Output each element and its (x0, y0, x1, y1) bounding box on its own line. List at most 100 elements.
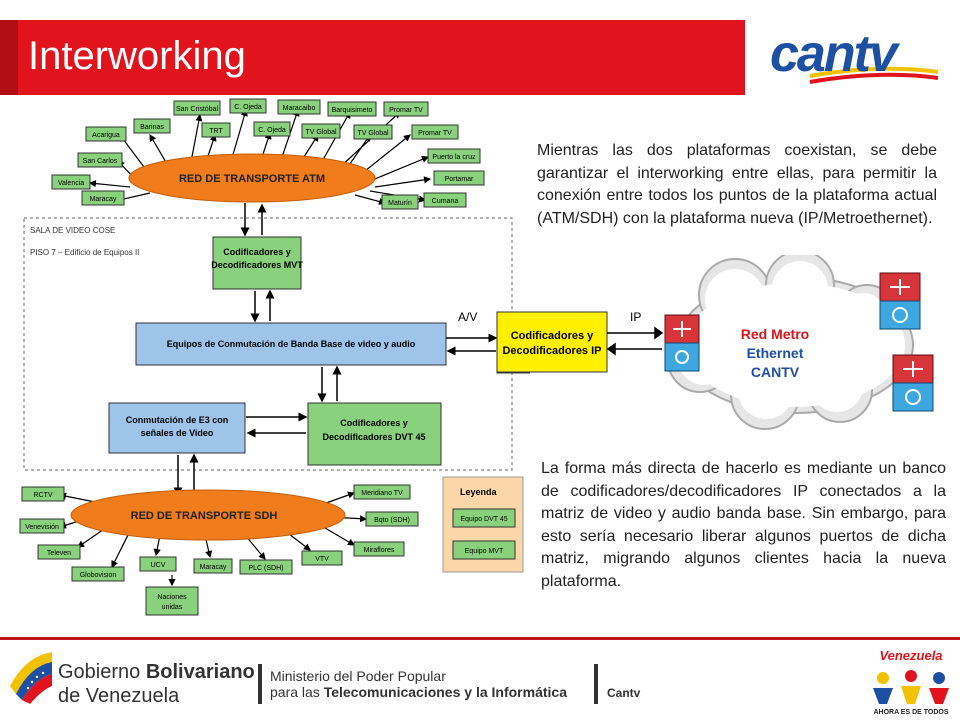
node-naciones-unidas: Naciones unidas (145, 586, 199, 616)
svg-text:Maracay: Maracay (90, 196, 117, 203)
svg-text:Maracay: Maracay (200, 564, 227, 571)
legend-dvt-label: Equipo DVT 45 (460, 516, 507, 523)
dvt-box-line2: Decodificadores DVT 45 (322, 432, 425, 442)
svg-text:UCV: UCV (151, 562, 166, 569)
atm-ring-label: RED DE TRANSPORTE ATM (179, 173, 325, 185)
e3-dvt-arrows (246, 412, 308, 438)
node-maturin: Maturín (381, 194, 419, 210)
switch-ip-arrows (446, 333, 498, 356)
footer-separator-1 (258, 664, 262, 704)
atm-ring (128, 153, 376, 203)
node-maracay-sdh: Maracay (193, 558, 233, 574)
svg-text:C. Ojeda: C. Ojeda (234, 104, 262, 111)
svg-text:Venevisión: Venevisión (25, 524, 59, 531)
mvt-switch-arrows (250, 289, 275, 323)
node-puerto-la-cruz: Puerto la cruz (427, 148, 481, 164)
svg-text:Maracaibo: Maracaibo (283, 105, 316, 112)
node-san-cristobal: San Cristóbal (173, 100, 221, 116)
page-title: Interworking (28, 34, 246, 78)
de-venezuela: de Venezuela (58, 685, 180, 707)
cloud-label-line1: Red Metro (741, 326, 809, 342)
sdh-ring (70, 489, 346, 541)
svg-text:unidas: unidas (162, 604, 183, 611)
node-c-ojeda-1: C. Ojeda (229, 98, 267, 114)
legend-mvt-label: Equipo MVT (465, 548, 504, 555)
atm-mvt-arrows (240, 203, 267, 237)
sdh-nodes: RCTV Venevisión Televen Globovision UCV … (19, 484, 419, 616)
node-c-ojeda-2: C. Ojeda (253, 121, 291, 137)
node-valencia: Valencia (51, 174, 91, 190)
svg-text:Globovision: Globovision (80, 572, 117, 579)
footer-divider (0, 637, 960, 640)
svg-text:Maturín: Maturín (388, 200, 412, 207)
ip-label: IP (630, 310, 641, 324)
mvt-box-line2: Decodificadores MVT (211, 260, 303, 270)
title-bar-edge (0, 20, 18, 95)
node-cumana: Cumana (423, 192, 467, 208)
ip-box-line1: Codificadores y (511, 330, 594, 342)
cloud-label-line3: CANTV (751, 364, 800, 380)
sala-label: SALA DE VIDEO COSE (30, 226, 115, 235)
node-promar-tv-1: Promar TV (383, 101, 429, 117)
svg-text:RCTV: RCTV (33, 492, 52, 499)
svg-text:Televen: Televen (47, 550, 71, 557)
e3-box-line2: señales de Video (141, 428, 214, 438)
ministerio-line2b: Telecomunicaciones y la Informática (323, 684, 567, 700)
switch-box-label: Equipos de Conmutación de Banda Base de … (167, 339, 416, 349)
footer-separator-2 (594, 664, 598, 704)
svg-text:Puerto la cruz: Puerto la cruz (432, 154, 476, 161)
ministerio-line2a: para las (270, 684, 324, 700)
svg-text:Promar TV: Promar TV (418, 130, 452, 137)
svg-text:Miraflores: Miraflores (364, 547, 395, 554)
cantv-logo: cantv (770, 24, 940, 94)
ip-cloud-arrows (606, 326, 664, 356)
svg-text:VTV: VTV (315, 556, 329, 563)
node-tv-global-2: TV Global (353, 124, 393, 140)
switch-top-right-icon (879, 272, 921, 330)
legend-dvt (452, 508, 516, 528)
svg-text:PLC (SDH): PLC (SDH) (248, 565, 283, 572)
switch-dvt-arrows (317, 365, 342, 403)
paragraph-direct-method: La forma más directa de hacerlo es media… (541, 460, 946, 590)
svg-text:Barinas: Barinas (140, 124, 164, 131)
paragraph-coexistence: Mientras las dos plataformas coexistan, … (537, 142, 937, 227)
venezuela-ahora-logo: Venezuela AHORA ES DE TODOS (873, 648, 949, 716)
dvt-box (307, 402, 442, 466)
atm-nodes: San Cristóbal C. Ojeda Maracaibo Barquis… (51, 98, 485, 210)
svg-text:Cumana: Cumana (432, 198, 459, 205)
ip-box-line2: Decodificadores IP (502, 345, 601, 357)
svg-text:TV Global: TV Global (357, 130, 389, 137)
title-bar: Interworking (0, 20, 745, 95)
venezuela-flag-icon (10, 652, 52, 704)
node-trt: TRT (201, 122, 231, 138)
gobierno-label: Gobierno Bolivariano de Venezuela (58, 660, 255, 708)
e3-box (108, 402, 246, 454)
node-rctv: RCTV (21, 486, 65, 502)
svg-text:Naciones: Naciones (157, 594, 187, 601)
ministerio-label: Ministerio del Poder Popular para las Te… (270, 668, 567, 700)
node-meridiano-tv: Meridiano TV (353, 484, 411, 500)
gobierno-word: Gobierno (58, 661, 146, 683)
svg-text:San Cristóbal: San Cristóbal (176, 106, 218, 113)
node-vtv: VTV (301, 550, 343, 566)
node-tv-global-1: TV Global (301, 123, 341, 139)
node-plc-sdh: PLC (SDH) (239, 559, 293, 575)
svg-text:San Carlos: San Carlos (83, 158, 118, 165)
switch-left-icon (664, 314, 700, 372)
node-bqto-sdh: Bqto (SDH) (365, 511, 419, 527)
node-miraflores: Miraflores (353, 541, 405, 557)
bolivariano-word: Bolivariano (145, 661, 255, 683)
footer-cantv: Cantv (607, 686, 641, 700)
node-promar-tv-2: Promar TV (411, 124, 459, 140)
svg-text:TRT: TRT (209, 128, 223, 135)
node-barquisimeto: Barquisimeto (327, 101, 377, 117)
switch-box (135, 322, 447, 366)
av-label: A/V (458, 310, 477, 324)
node-barinas: Barinas (133, 118, 171, 134)
svg-text:C. Ojeda: C. Ojeda (258, 127, 286, 134)
node-televen: Televen (37, 544, 81, 560)
piso-label: PISO 7 – Edificio de Equipos II (30, 248, 139, 257)
node-san-carlos: San Carlos (77, 152, 123, 168)
legend-title: Leyenda (460, 487, 498, 497)
svg-text:AHORA ES DE TODOS: AHORA ES DE TODOS (873, 709, 948, 716)
